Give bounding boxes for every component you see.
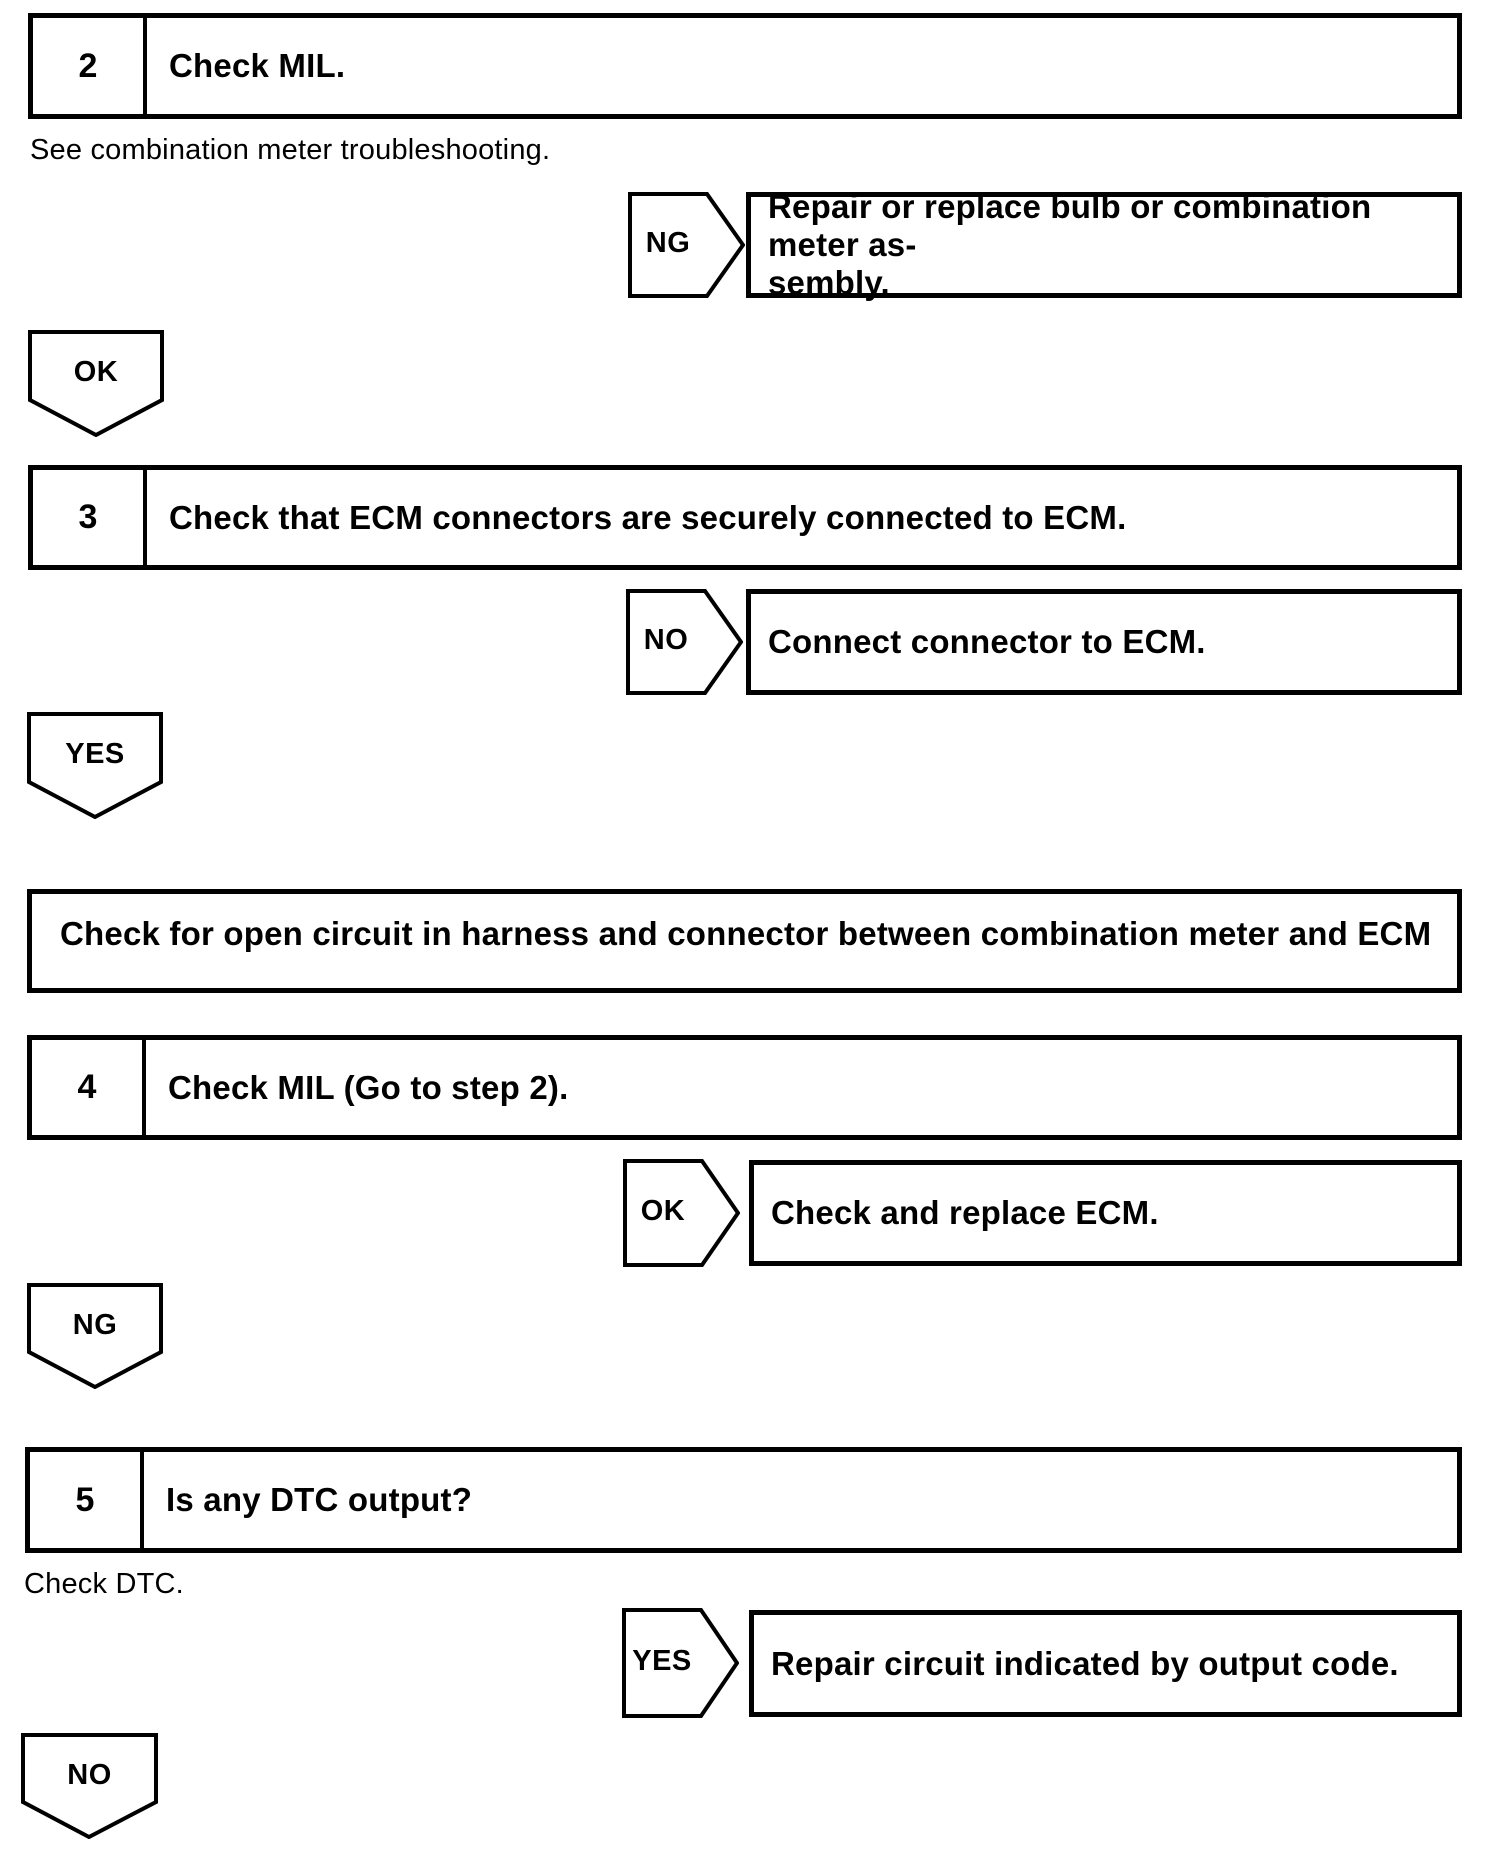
instruction-box: Check for open circuit in harness and co…	[27, 889, 1462, 993]
step-3-number: 3	[33, 470, 147, 565]
step-4-number: 4	[32, 1040, 146, 1135]
step-2-box: 2 Check MIL.	[28, 13, 1462, 119]
pentagon-right-icon	[626, 589, 743, 695]
connector-label: NO	[67, 1759, 112, 1791]
pentagon-down-icon	[28, 330, 164, 437]
branch-yes-connector: YES	[622, 1608, 739, 1718]
action-text-line: Check and replace ECM.	[771, 1194, 1159, 1231]
action-text-line: Repair circuit indicated by output code.	[771, 1644, 1399, 1682]
connector-label: OK	[640, 1195, 686, 1228]
branch-ng-action-box: Repair or replace bulb or combination me…	[746, 188, 1462, 301]
step-2-note: See combination meter troubleshooting.	[30, 134, 551, 166]
branch-yes-action-box: Repair circuit indicated by output code.	[749, 1610, 1462, 1717]
step-5-number: 5	[30, 1452, 144, 1548]
branch-ok-action-box: Check and replace ECM.	[749, 1160, 1462, 1266]
pentagon-right-icon	[622, 1608, 739, 1718]
connector-label: NG	[645, 227, 691, 260]
connector-label: NG	[72, 1309, 118, 1341]
connector-label: OK	[73, 356, 119, 388]
step-4-box: 4 Check MIL (Go to step 2).	[27, 1035, 1462, 1140]
connector-label: YES	[632, 1645, 692, 1678]
action-text-line: Repair or replace bulb or combination me…	[768, 188, 1372, 263]
connector-ng-down: NG	[27, 1283, 163, 1389]
connector-no-down: NO	[21, 1733, 158, 1839]
step-3-title: Check that ECM connectors are securely c…	[169, 498, 1127, 536]
pentagon-right-icon	[628, 192, 745, 298]
connector-label: YES	[65, 738, 125, 770]
step-5-box: 5 Is any DTC output?	[25, 1447, 1462, 1553]
branch-no-action-box: Connect connector to ECM.	[746, 589, 1462, 695]
pentagon-right-icon	[623, 1159, 740, 1267]
branch-ok-connector: OK	[623, 1159, 740, 1267]
action-text-line: sembly.	[768, 264, 890, 301]
pentagon-down-icon	[21, 1733, 158, 1839]
step-5-title: Is any DTC output?	[166, 1481, 473, 1518]
step-5-note: Check DTC.	[24, 1568, 184, 1600]
branch-no-connector: NO	[626, 589, 743, 695]
step-2-title: Check MIL.	[169, 47, 346, 84]
step-2-number: 2	[33, 18, 147, 114]
branch-ng-connector: NG	[628, 192, 745, 298]
connector-ok-down: OK	[28, 330, 164, 437]
pentagon-down-icon	[27, 1283, 163, 1389]
step-3-box: 3 Check that ECM connectors are securely…	[28, 465, 1462, 570]
step-4-title: Check MIL (Go to step 2).	[168, 1068, 569, 1106]
connector-label: NO	[643, 624, 689, 657]
connector-yes-down: YES	[27, 712, 163, 819]
pentagon-down-icon	[27, 712, 163, 819]
action-text-line: Connect connector to ECM.	[768, 623, 1206, 660]
